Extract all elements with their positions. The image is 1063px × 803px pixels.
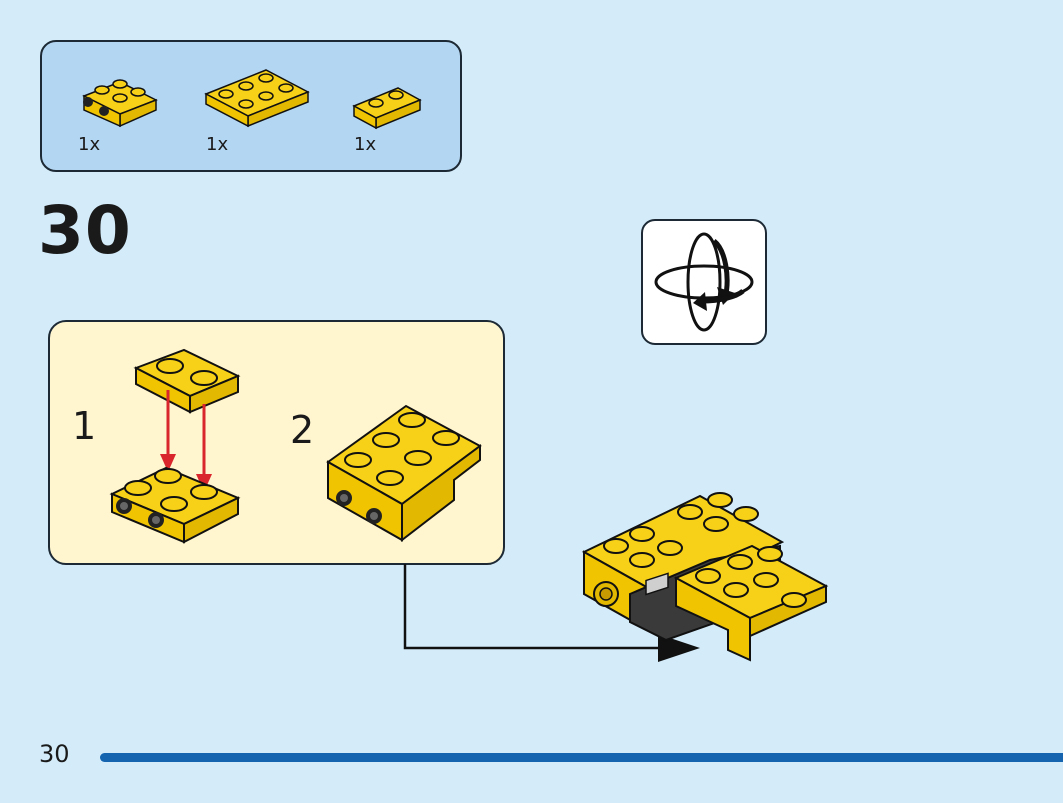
assembled-model-illustration (581, 492, 829, 662)
page-number: 30 (39, 740, 70, 768)
part-plate-1x2-icon (352, 87, 422, 130)
substep-1-illustration (109, 348, 241, 544)
connector-arrow-icon (658, 634, 700, 662)
substep-2-illustration (326, 404, 482, 543)
placement-arrow-icon (160, 390, 212, 492)
part-bracket-icon (82, 79, 158, 128)
step-number: 30 (38, 192, 132, 269)
rotate-model-icon (654, 232, 754, 332)
part-qty: 1x (206, 134, 229, 155)
part-qty: 1x (354, 134, 377, 155)
substep-panel: 1 2 (48, 320, 505, 565)
callout-connector (403, 564, 700, 662)
progress-bar (100, 753, 1063, 762)
part-plate-2x3-icon (204, 69, 310, 128)
part-qty: 1x (78, 134, 101, 155)
substep-number: 1 (72, 404, 97, 448)
parts-list-panel: 1x 1x 1x (40, 40, 462, 172)
substep-number: 2 (290, 408, 315, 452)
rotate-model-box (641, 219, 767, 345)
